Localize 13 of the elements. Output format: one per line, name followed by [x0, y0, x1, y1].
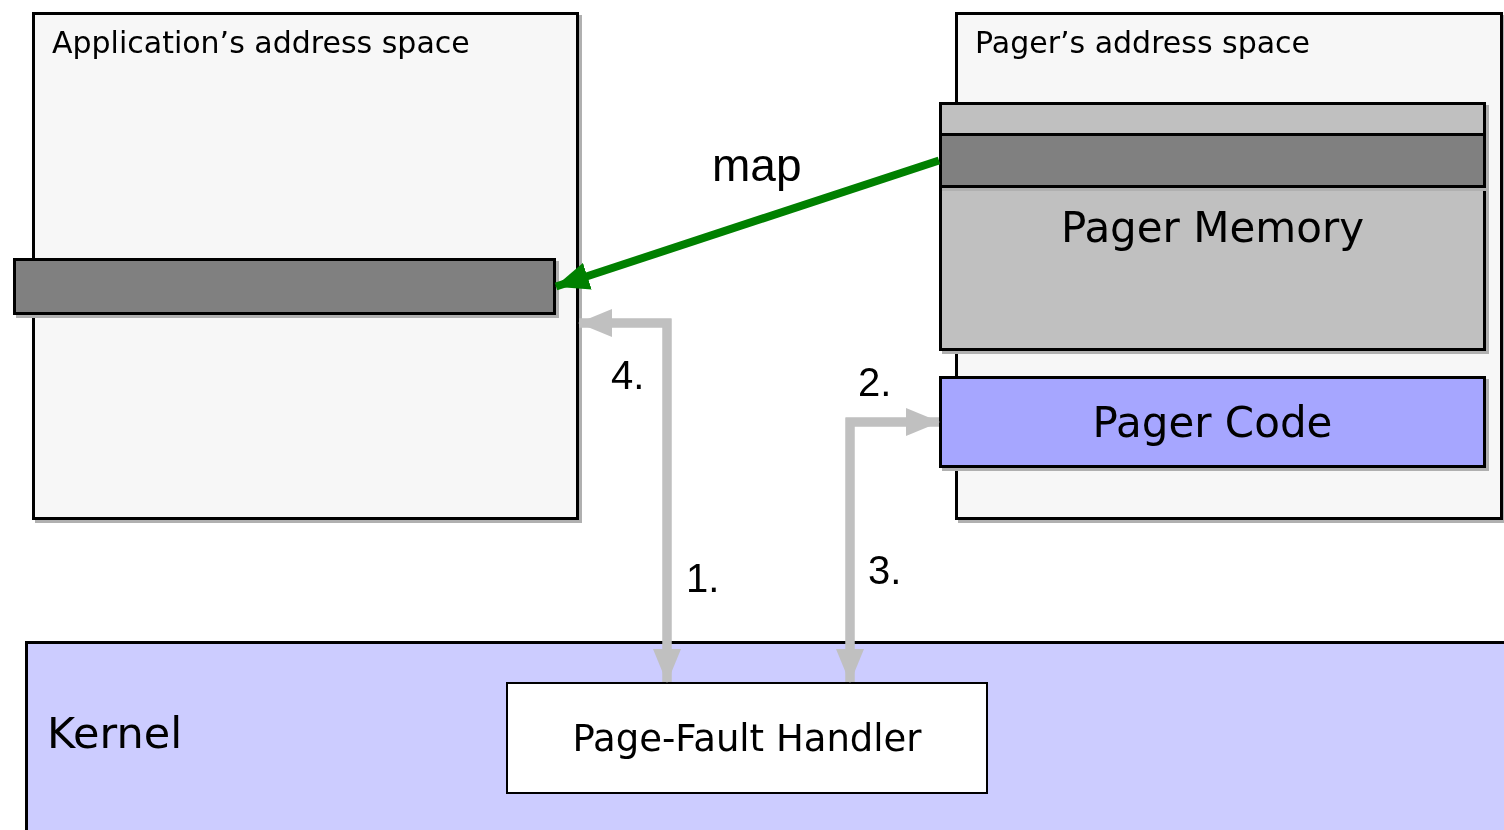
arrow	[554, 156, 941, 291]
code-block	[939, 376, 1486, 468]
memory-page-bar	[939, 133, 1486, 188]
box-label: Pager Memory	[1059, 203, 1366, 252]
handler-box	[506, 682, 988, 794]
box-label: Pager Code	[1091, 397, 1334, 447]
kernel-band	[25, 641, 1504, 830]
box-label: Pager’s address space	[975, 25, 1311, 60]
box-label: Page-Fault Handler	[571, 716, 923, 760]
memory-block	[939, 102, 1486, 351]
memory-page-bar	[13, 258, 556, 315]
box-label: Application’s address space	[52, 25, 470, 60]
layer-label: Kernel	[47, 708, 183, 758]
